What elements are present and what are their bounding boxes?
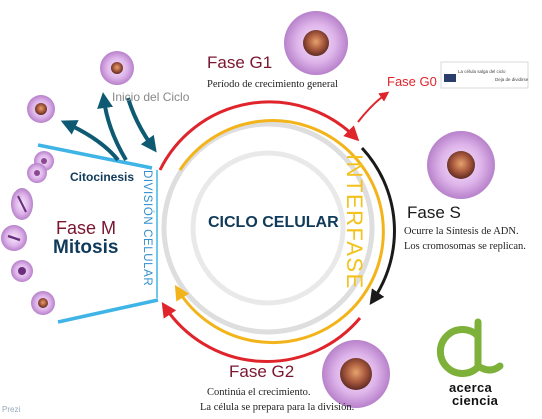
prezi-watermark: Prezi bbox=[2, 405, 21, 414]
g0-note-thumbnail bbox=[444, 74, 456, 82]
interphase-yellow-arc bbox=[174, 119, 385, 345]
cell-inicio bbox=[100, 51, 134, 85]
outer-gray-ring bbox=[161, 121, 375, 335]
logo-text-line1: acerca bbox=[449, 380, 493, 395]
logo-mark bbox=[436, 318, 504, 377]
g0-note-line2: Deja de dividirse bbox=[495, 77, 529, 82]
g1-title: Fase G1 bbox=[207, 53, 273, 72]
cell-g1 bbox=[284, 11, 348, 75]
s-title: Fase S bbox=[407, 203, 461, 222]
logo-text-line2: ciencia bbox=[452, 393, 499, 408]
cell-mitosis-6 bbox=[31, 291, 55, 315]
m-title: Fase M bbox=[56, 218, 117, 238]
teal-arrow-down-right bbox=[126, 97, 157, 153]
g0-note-line1: La célula salga del ciclo bbox=[458, 69, 506, 74]
division-celular-label: DIVISIÓN CELULAR bbox=[141, 170, 154, 286]
teal-arrow-up-left bbox=[60, 120, 120, 162]
cell-mitosis-5 bbox=[11, 260, 33, 282]
teal-arrow-up bbox=[97, 92, 128, 162]
g0-arrow bbox=[357, 91, 390, 123]
m-subtitle: Mitosis bbox=[53, 237, 119, 258]
division-top-line bbox=[37, 143, 153, 170]
s-black-arc bbox=[360, 146, 396, 305]
g2-description-1: Continúa el crecimiento. bbox=[207, 387, 311, 398]
interfase-label: INTERFASE bbox=[342, 154, 367, 290]
cell-g2 bbox=[322, 340, 390, 408]
g1-red-arc bbox=[158, 100, 360, 171]
g1-description: Período de crecimiento general bbox=[207, 79, 338, 90]
division-bottom-line bbox=[57, 298, 159, 324]
g2-red-arc bbox=[161, 302, 362, 363]
citocinesis-label: Citocinesis bbox=[70, 170, 135, 184]
cell-mitosis-4 bbox=[1, 225, 27, 251]
cell-mitosis-1 bbox=[27, 95, 55, 123]
g2-title: Fase G2 bbox=[229, 362, 295, 381]
s-description-2: Los cromosomas se replican. bbox=[404, 241, 526, 252]
cell-s bbox=[427, 131, 495, 199]
cell-mitosis-3 bbox=[11, 188, 33, 220]
center-label: CICLO CELULAR bbox=[208, 214, 339, 231]
s-description-1: Ocurre la Síntesis de ADN. bbox=[404, 226, 519, 237]
g0-title: Fase G0 bbox=[387, 74, 437, 89]
inner-gray-ring bbox=[190, 150, 346, 306]
cell-mitosis-2 bbox=[27, 151, 54, 183]
inicio-ciclo-label: Inicio del Ciclo bbox=[112, 90, 190, 104]
g2-description-2: La célula se prepara para la división. bbox=[200, 402, 355, 413]
